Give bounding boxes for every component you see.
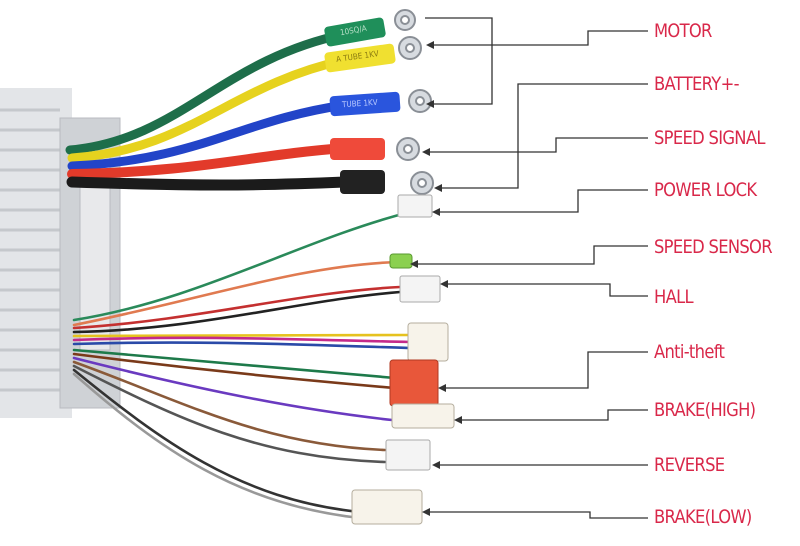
heat-shrink-sleeves: [324, 17, 401, 194]
power-wires: [65, 29, 351, 191]
label-reverse: REVERSE: [654, 454, 725, 476]
label-anti-theft: Anti-theft: [654, 341, 725, 363]
connectors: [351, 194, 455, 525]
label-brake-high: BRAKE(HIGH): [654, 399, 756, 421]
ring-terminals: [394, 9, 434, 195]
label-speed-sensor: SPEED SENSOR: [654, 236, 773, 258]
leader-lines: [416, 17, 648, 519]
label-speed-signal: SPEED SIGNAL: [654, 127, 765, 149]
label-hall: HALL: [654, 286, 694, 308]
controller-housing: [0, 88, 121, 418]
label-motor: MOTOR: [654, 20, 712, 42]
label-power-lock: POWER LOCK: [654, 179, 757, 201]
label-battery: BATTERY+-: [654, 73, 739, 95]
leader-arrowheads: [410, 41, 462, 516]
label-brake-low: BRAKE(LOW): [654, 506, 752, 528]
signal-wires: [72, 210, 412, 520]
